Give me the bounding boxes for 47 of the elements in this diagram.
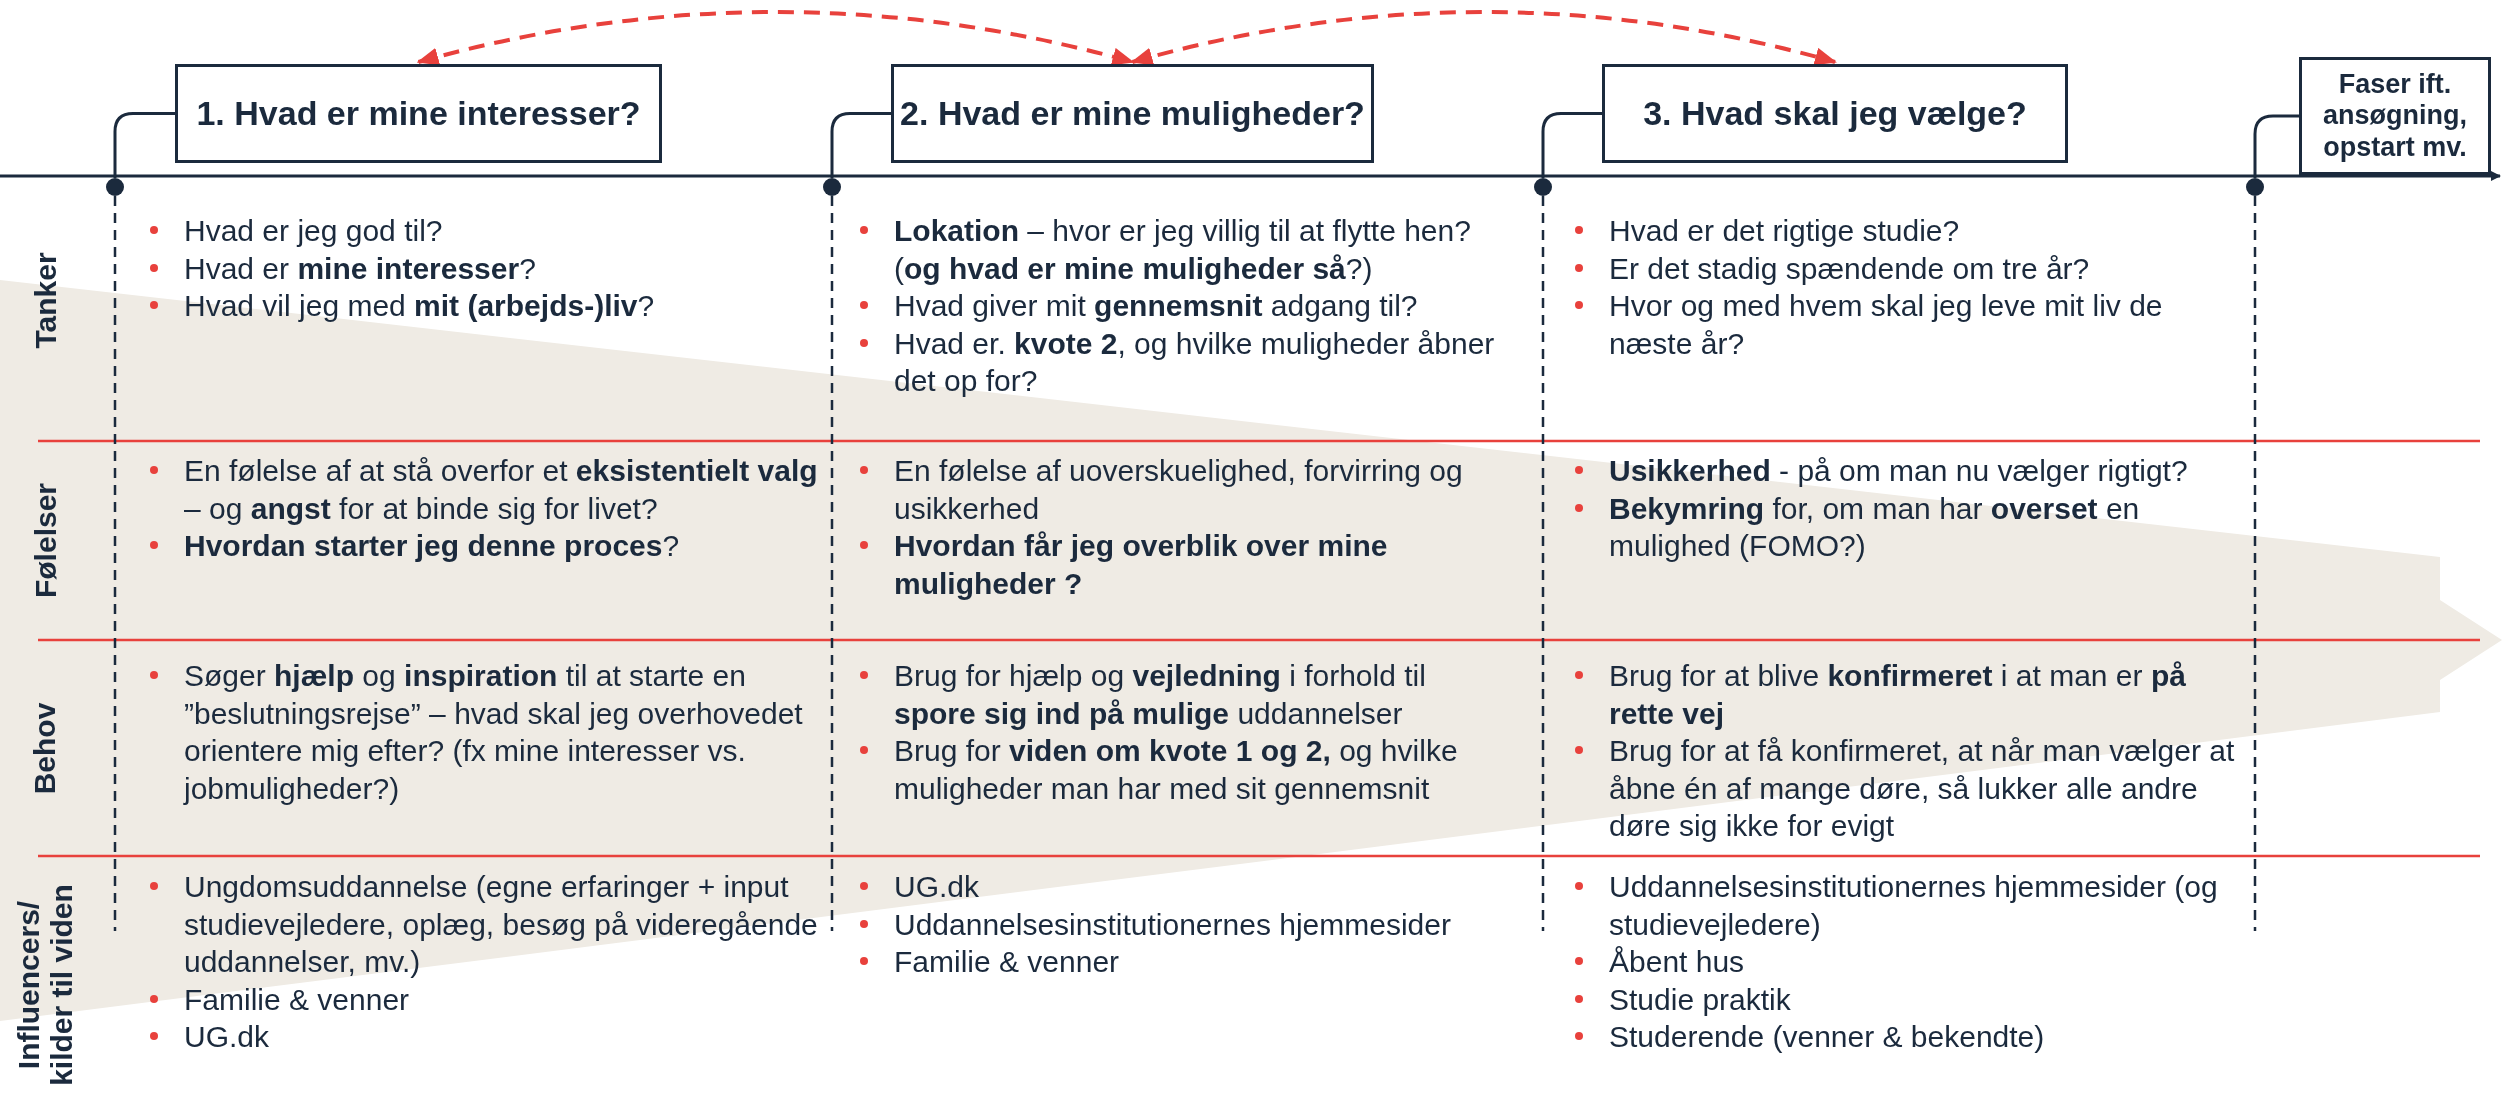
phase-box: 2. Hvad er mine muligheder?: [891, 64, 1374, 163]
bullet-item: Brug for viden om kvote 1 og 2, og hvilke muligheder man har med sit gennemsnit: [850, 732, 1510, 807]
bullet-item: Hvordan får jeg overblik over mine muligheder ?: [850, 527, 1510, 602]
phase-box: 1. Hvad er mine interesser?: [175, 64, 662, 163]
row-heading: Influencers/ kilder til viden: [11, 884, 78, 1086]
bullet-item: Hvordan starter jeg denne proces?: [140, 527, 820, 565]
bullet-item: Usikkerhed - på om man nu vælger rigtigt?: [1565, 452, 2245, 490]
bullet-item: Lokation – hvor er jeg villig til at flytte hen? (og hvad er mine muligheder så?): [850, 212, 1510, 287]
row-heading: Behov: [28, 702, 62, 794]
bullet-item: Brug for at få konfirmeret, at når man vælger at åbne én af mange døre, så lukker alle andre døre sig ikke for evigt: [1565, 732, 2245, 845]
bullet-item: Åbent hus: [1565, 943, 2245, 981]
leader-line: [830, 112, 891, 178]
bullet-item: Hvad er mine interesser?: [140, 249, 820, 287]
bullet-item: UG.dk: [850, 868, 1510, 906]
bullet-item: Hvad er jeg god til?: [140, 212, 820, 250]
bullet-item: Studie praktik: [1565, 980, 2245, 1018]
leader-line: [2253, 114, 2299, 178]
bullet-item: Studerende (venner & bekendte): [1565, 1018, 2245, 1056]
phase-box: Faser ift. ansøgning, opstart mv.: [2299, 57, 2491, 175]
bullet-item: Ungdomsuddannelse (egne erfaringer + input studievejledere, oplæg, besøg på videregående uddannelser, mv.): [140, 868, 820, 981]
bullet-item: Hvad giver mit gennemsnit adgang til?: [850, 287, 1510, 325]
bullet-item: Hvad er. kvote 2, og hvilke muligheder åbner det op for?: [850, 324, 1510, 400]
leader-line: [1541, 112, 1602, 178]
row-heading: Tanker: [28, 251, 62, 349]
leader-line: [113, 112, 175, 178]
bullet-item: Uddannelsesinstitutionernes hjemmesider: [850, 905, 1510, 943]
bullet-item: Familie & venner: [140, 980, 820, 1018]
timeline-dot: [2246, 178, 2264, 196]
phase-box: 3. Hvad skal jeg vælge?: [1602, 64, 2068, 163]
timeline-dot: [1534, 178, 1552, 196]
bullet-item: Uddannelsesinstitutionernes hjemmesider (og studievejledere): [1565, 868, 2245, 943]
bullet-item: En følelse af at stå overfor et eksistentielt valg – og angst for at binde sig for livet?: [140, 452, 820, 527]
arrow: [1130, 10, 1837, 66]
bullet-item: Hvad er det rigtige studie?: [1565, 212, 2245, 250]
bullet-item: Er det stadig spændende om tre år?: [1565, 249, 2245, 287]
bullet-item: Hvad vil jeg med mit (arbejds-)liv?: [140, 287, 820, 325]
bullet-item: Bekymring for, om man har overset en mulighed (FOMO?): [1565, 489, 2245, 565]
row-heading: Følelser: [28, 482, 62, 598]
bullet-item: UG.dk: [140, 1018, 820, 1056]
bullet-item: Søger hjælp og inspiration til at starte en ”beslutningsrejse” – hvad skal jeg overhovedet orientere mig efter? (fx mine interesser vs. jobmuligheder?): [140, 657, 820, 807]
bullet-item: Hvor og med hvem skal jeg leve mit liv de næste år?: [1565, 287, 2245, 362]
timeline-dot: [823, 178, 841, 196]
bullet-item: Brug for at blive konfirmeret i at man er på rette vej: [1565, 657, 2245, 732]
arrow: [416, 10, 1135, 66]
bullet-item: Familie & venner: [850, 943, 1510, 981]
timeline-dot: [106, 178, 124, 196]
bullet-item: En følelse af uoverskuelighed, forvirring og usikkerhed: [850, 452, 1510, 527]
